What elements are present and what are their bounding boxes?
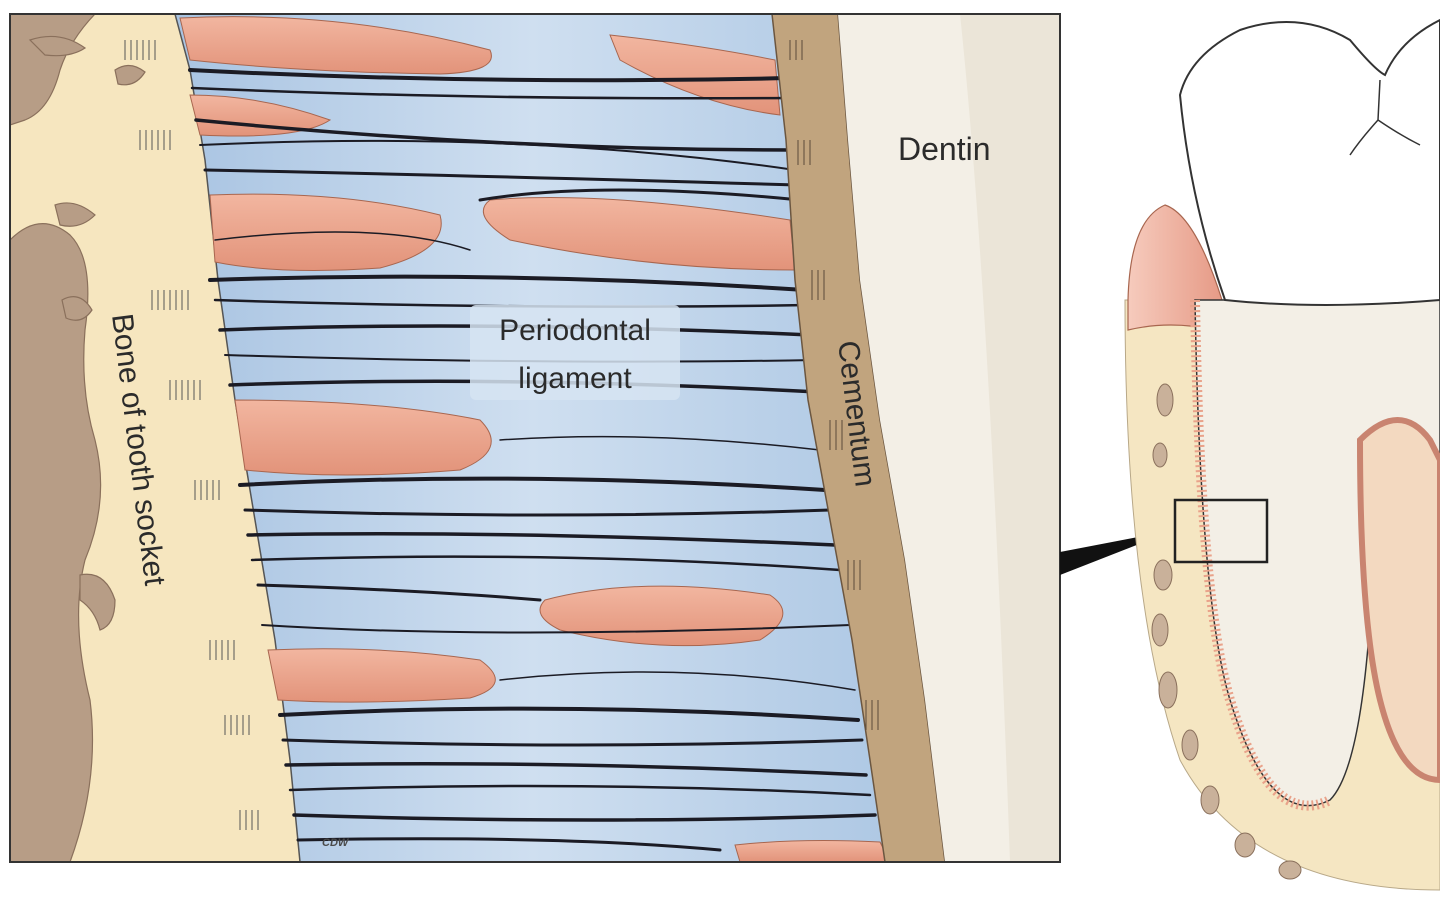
label-dentin: Dentin xyxy=(898,131,991,167)
magnified-panel xyxy=(10,14,1060,862)
tooth-overview xyxy=(1124,18,1440,891)
tooth-crown xyxy=(1178,18,1440,306)
cementum-hatch-marks xyxy=(789,40,879,730)
panel-border xyxy=(9,13,1061,863)
magnification-box xyxy=(1173,498,1269,564)
pulp-canal xyxy=(1356,417,1440,784)
gum xyxy=(1127,204,1223,331)
bone-cavities xyxy=(10,14,146,862)
label-periodontal-line1: Periodontal xyxy=(499,314,651,347)
label-periodontal-line2: ligament xyxy=(518,362,632,395)
label-credit: CDW xyxy=(322,837,350,849)
bone-hatch-marks xyxy=(124,40,259,830)
